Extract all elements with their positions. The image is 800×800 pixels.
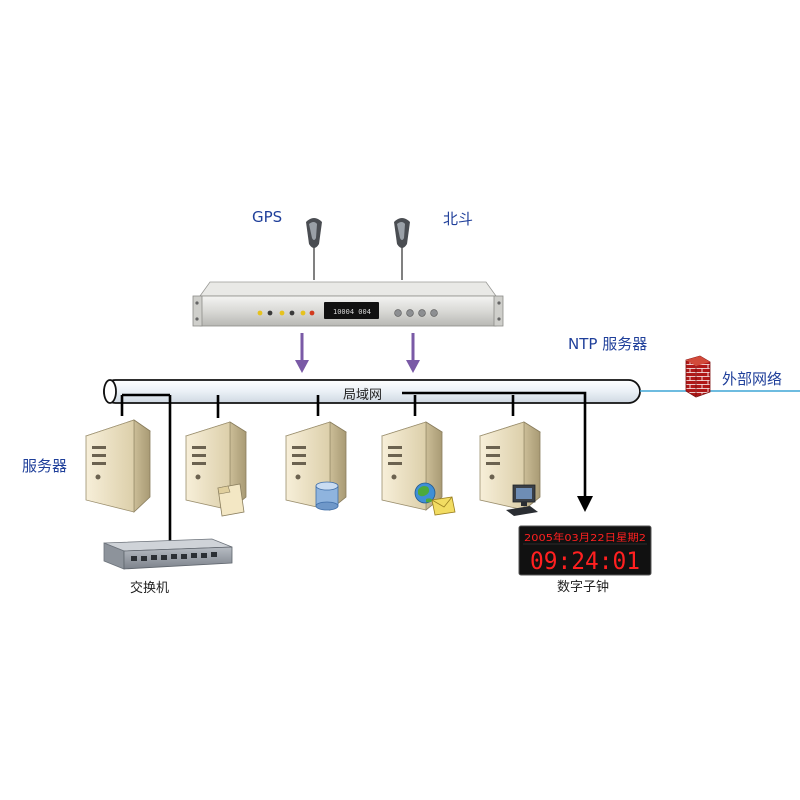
server-tower-4 <box>381 421 443 511</box>
status-leds <box>257 310 315 316</box>
sync-arrow-left <box>295 333 309 373</box>
globe-icon <box>414 482 436 504</box>
lcd-display-text: 10004 004 <box>333 308 371 316</box>
clock-date-text: 2005年03月22日星期2 <box>524 531 646 544</box>
gps-label: GPS <box>252 208 283 226</box>
external-network-label: 外部网络 <box>722 370 783 388</box>
clock-time-text: 09:24:01 <box>530 547 640 575</box>
computer-monitor-icon <box>506 484 538 516</box>
lan-pipe <box>103 379 641 404</box>
servers-label: 服务器 <box>22 457 68 475</box>
front-panel-buttons <box>394 309 438 317</box>
lan-label: 局域网 <box>343 388 383 403</box>
firewall-icon <box>685 355 711 398</box>
beidou-label: 北斗 <box>443 210 474 228</box>
ntp-server-label: NTP 服务器 <box>568 335 648 353</box>
sync-arrow-right <box>406 333 420 373</box>
network-drops <box>120 391 587 541</box>
clock-drop-arrowhead <box>577 496 593 512</box>
lcd-display <box>324 302 379 319</box>
beidou-antenna <box>394 218 410 280</box>
mail-envelope-icon <box>431 496 456 516</box>
file-folder-icon <box>217 483 245 517</box>
database-icon <box>315 481 339 511</box>
network-switch-icon <box>103 538 233 570</box>
server-tower-1 <box>85 419 151 513</box>
digital-clock-label: 数字子钟 <box>557 580 610 595</box>
gps-antenna <box>306 218 322 280</box>
switch-label: 交换机 <box>130 581 170 596</box>
ntp-server-device: 10004 004 <box>192 281 504 327</box>
switch-ports <box>131 552 217 561</box>
digital-clock-device: 2005年03月22日星期2 09:24:01 <box>518 525 652 576</box>
